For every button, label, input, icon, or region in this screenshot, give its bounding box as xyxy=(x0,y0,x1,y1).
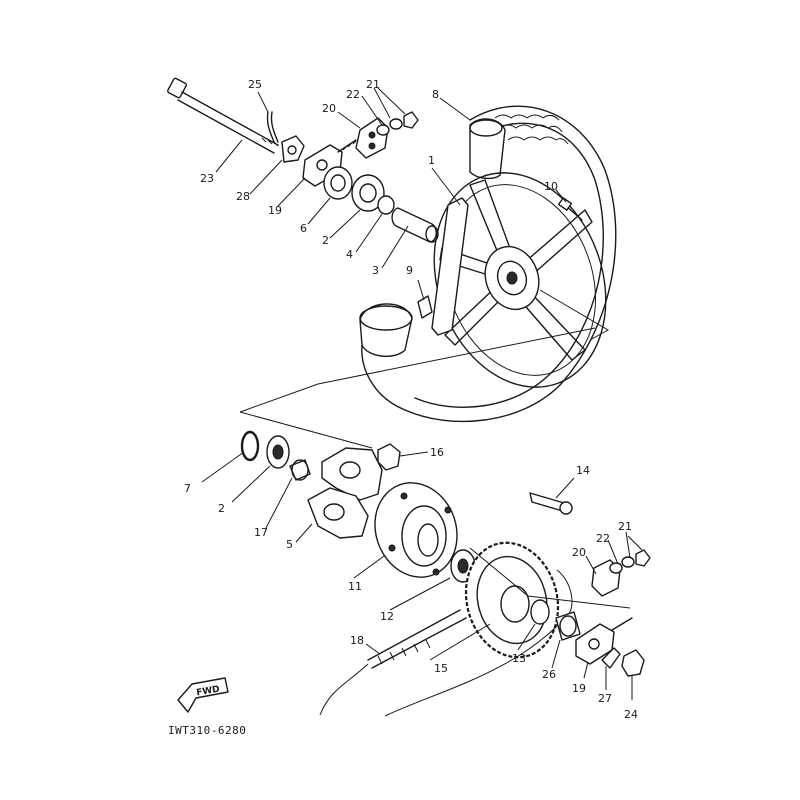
callout-17: 17 xyxy=(254,526,268,539)
callout-19-top: 19 xyxy=(268,204,282,217)
balance-weight xyxy=(417,295,433,319)
callout-12: 12 xyxy=(380,610,394,623)
callout-10: 10 xyxy=(544,180,558,193)
collar-right xyxy=(555,611,581,641)
callout-13: 13 xyxy=(512,652,526,665)
bearing-lower xyxy=(266,435,290,469)
fwd-arrow-icon: FWD xyxy=(177,677,229,713)
callout-22-lower: 22 xyxy=(596,532,610,545)
callout-21-top: 21 xyxy=(366,78,380,91)
callout-labels: 8 1 10 25 21 22 20 23 28 19 6 2 4 3 9 7 … xyxy=(184,78,638,721)
callout-27: 27 xyxy=(598,692,612,705)
adjuster-plate-top xyxy=(355,117,389,159)
rear-sprocket xyxy=(464,541,560,659)
callout-21-lower: 21 xyxy=(618,520,632,533)
callout-19-lower: 19 xyxy=(572,682,586,695)
callout-26: 26 xyxy=(542,668,556,681)
callout-23: 23 xyxy=(200,172,214,185)
collar xyxy=(289,459,311,481)
stud-bolt xyxy=(529,492,573,515)
callout-20-top: 20 xyxy=(322,102,336,115)
bearing-top xyxy=(351,174,385,212)
callout-8: 8 xyxy=(432,88,439,101)
callout-2-top: 2 xyxy=(322,234,329,247)
sprocket-hub xyxy=(374,482,458,578)
callout-7: 7 xyxy=(184,482,191,495)
callout-18: 18 xyxy=(350,634,364,647)
washer-nuts-right xyxy=(609,549,651,574)
callout-3: 3 xyxy=(372,264,379,277)
circlip-top xyxy=(377,195,395,215)
callout-16: 16 xyxy=(430,446,444,459)
spacer-top xyxy=(391,207,439,243)
rear-wheel-and-tire xyxy=(359,105,617,423)
oil-seal-lower xyxy=(530,599,550,625)
callout-25: 25 xyxy=(248,78,262,91)
o-ring xyxy=(240,430,260,462)
callout-22-top: 22 xyxy=(346,88,360,101)
callout-14: 14 xyxy=(576,464,590,477)
callout-15: 15 xyxy=(434,662,448,675)
callout-24: 24 xyxy=(624,708,638,721)
callout-1: 1 xyxy=(428,154,435,167)
callout-6: 6 xyxy=(300,222,307,235)
callout-28: 28 xyxy=(236,190,250,203)
washer-nuts-top xyxy=(376,111,419,136)
damper-upper xyxy=(321,447,383,501)
diagram-code: IWT310-6280 xyxy=(168,724,246,737)
callout-5: 5 xyxy=(286,538,293,551)
axle-holder-right xyxy=(601,647,621,669)
damper-lower xyxy=(307,487,369,539)
oil-seal-top xyxy=(323,166,353,200)
callout-9: 9 xyxy=(406,264,413,277)
cotter-pin xyxy=(266,111,279,143)
callout-2-lower: 2 xyxy=(218,502,225,515)
leader-lines xyxy=(201,87,643,700)
axle-nut-left xyxy=(281,135,305,163)
rear-axle xyxy=(167,77,279,154)
spacer-nut-16 xyxy=(377,443,401,471)
drive-chain xyxy=(319,569,573,717)
callout-4: 4 xyxy=(346,248,353,261)
fwd-label: FWD xyxy=(196,685,221,699)
callout-20-lower: 20 xyxy=(572,546,586,559)
axle-nut-right xyxy=(621,649,645,677)
callout-11: 11 xyxy=(348,580,362,593)
